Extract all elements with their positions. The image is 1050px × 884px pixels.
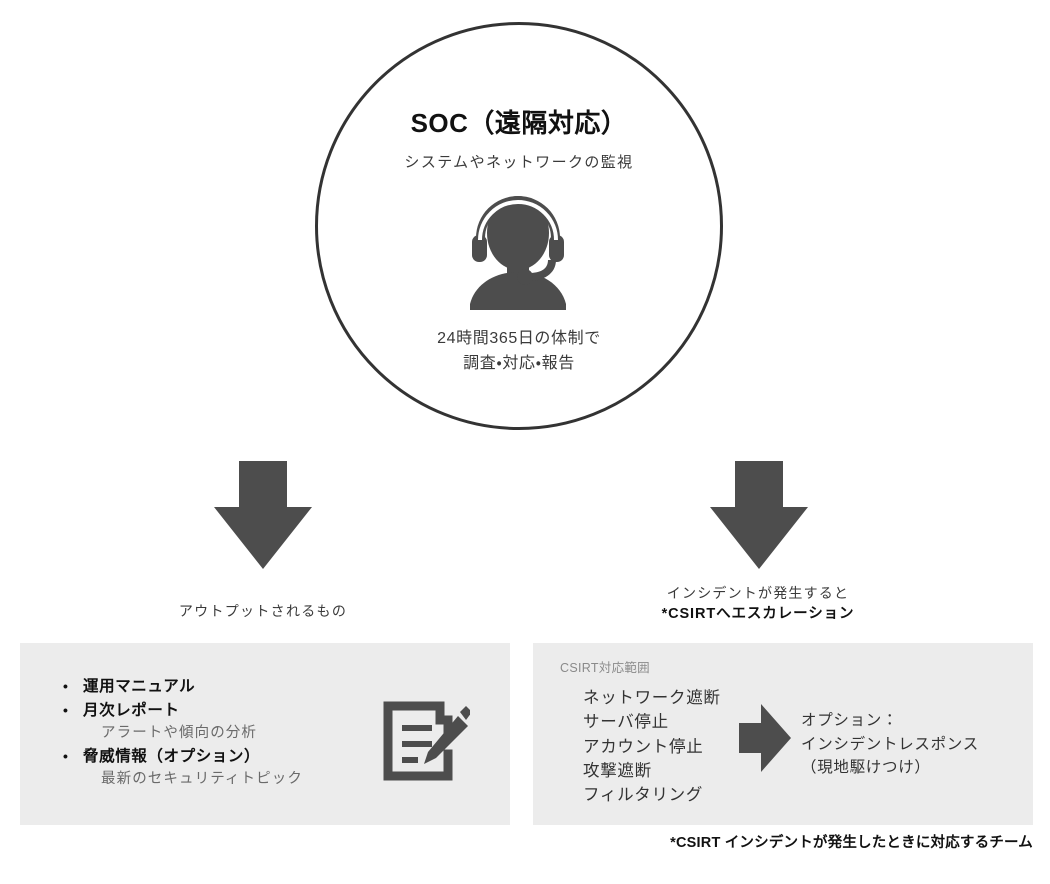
down-arrow-icon-output: [214, 461, 312, 569]
output-bullet-list: • 運用マニュアル • 月次レポート アラートや傾向の分析 • 脅威情報（オプシ…: [63, 675, 363, 791]
headset-operator-icon: [455, 186, 581, 310]
option-line-3: （現地駆けつけ）: [801, 759, 931, 777]
soc-circle: [315, 22, 723, 430]
list-item: • 脅威情報（オプション） 最新のセキュリティトピック: [63, 745, 363, 791]
bullet-icon: •: [63, 702, 69, 719]
list-item: • 運用マニュアル: [63, 675, 363, 699]
bullet-icon: •: [63, 678, 69, 694]
down-arrow-icon-escalation: [710, 461, 808, 569]
bullet-icon: •: [63, 747, 69, 764]
list-item-sublabel: 最新のセキュリティトピック: [101, 770, 303, 787]
escalation-caption-line-1: インシデントが発生すると: [666, 585, 850, 601]
soc-footer-text: 24時間365日の体制で 調査・対応・報告: [315, 327, 723, 377]
csirt-scope-list: ネットワーク遮断 サーバ停止 アカウント停止 攻撃遮断 フィルタリング: [583, 686, 721, 807]
list-item-label: 運用マニュアル: [83, 678, 196, 695]
document-pencil-icon: [380, 698, 472, 784]
option-line-2: インシデントレスポンス: [801, 735, 979, 753]
output-panel: [20, 643, 510, 825]
list-item-label: 脅威情報（オプション）: [83, 747, 261, 765]
option-line-1: オプション：: [801, 712, 899, 729]
soc-subtitle: システムやネットワークの監視: [404, 154, 634, 171]
csirt-footnote: *CSIRT インシデントが発生したときに対応するチーム: [670, 835, 1033, 851]
list-item: サーバ停止: [583, 713, 669, 732]
list-item: アカウント停止: [583, 737, 704, 756]
soc-footer-line-2: 調査・対応・報告: [463, 354, 575, 372]
list-item: フィルタリング: [583, 786, 704, 804]
output-caption: アウトプットされるもの: [178, 603, 348, 619]
soc-title: SOC（遠隔対応）: [410, 108, 628, 138]
list-item: ネットワーク遮断: [583, 689, 721, 707]
csirt-scope-label: CSIRT対応範囲: [560, 661, 650, 675]
list-item-label: 月次レポート: [83, 702, 180, 720]
soc-footer-line-1: 24時間365日の体制で: [437, 330, 601, 347]
escalation-caption: インシデントが発生すると *CSIRTへエスカレーション: [608, 583, 908, 626]
escalation-caption-line-2: *CSIRTへエスカレーション: [661, 606, 855, 622]
list-item-sublabel: アラートや傾向の分析: [101, 725, 257, 742]
list-item: 攻撃遮断: [583, 761, 652, 780]
right-arrow-icon: [739, 704, 791, 772]
incident-response-option: オプション： インシデントレスポンス （現地駆けつけ）: [801, 709, 979, 780]
list-item: • 月次レポート アラートや傾向の分析: [63, 699, 363, 745]
